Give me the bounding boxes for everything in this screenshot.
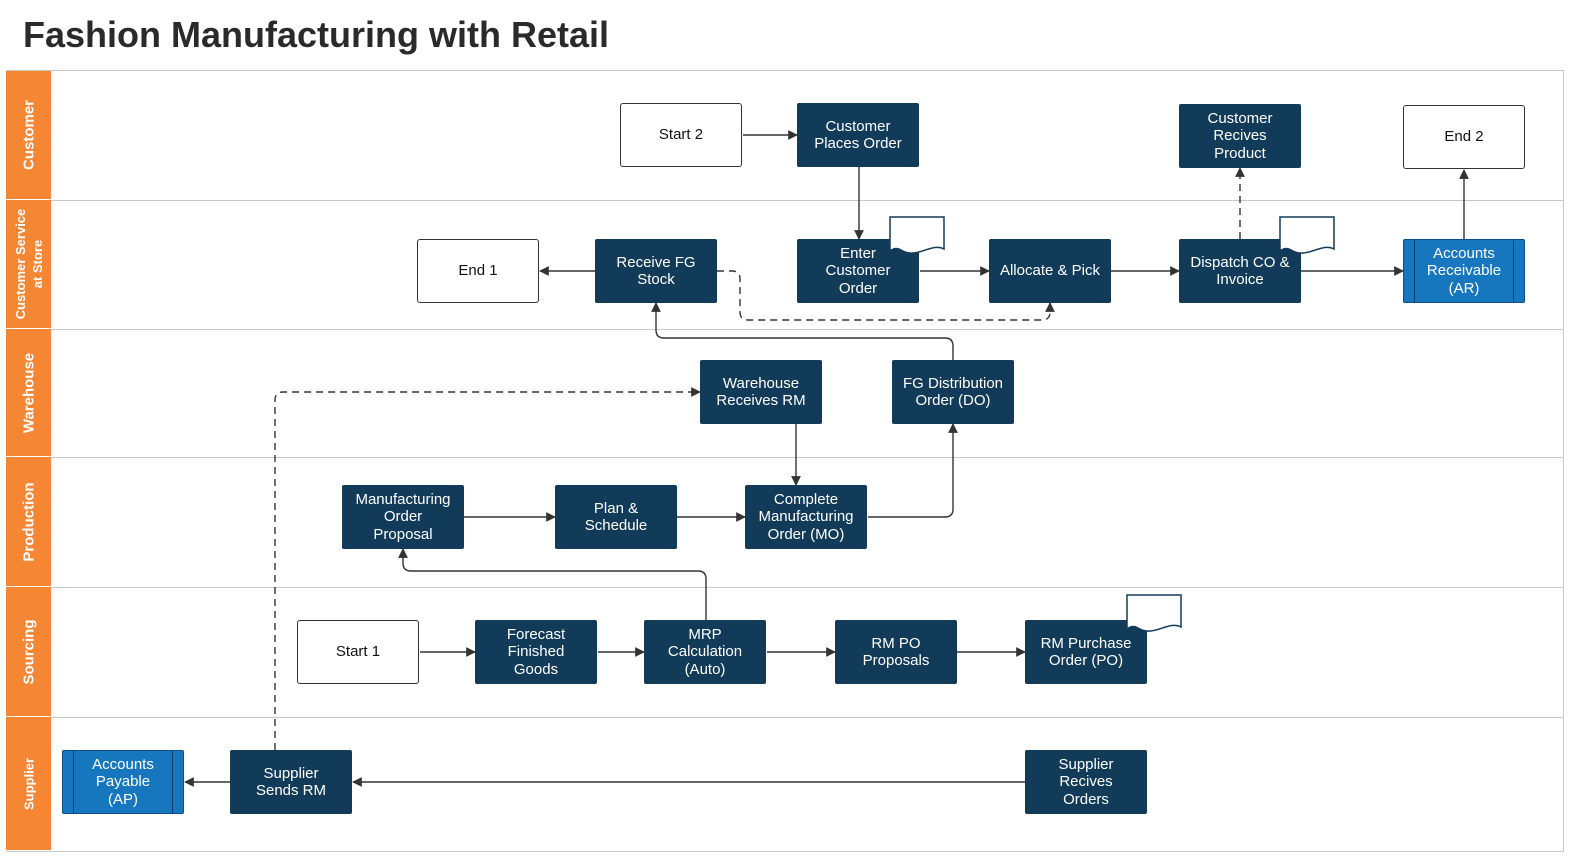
end-2-terminator: End 2 (1403, 105, 1525, 169)
rm-purchase-order-step: RM Purchase Order (PO) (1025, 620, 1147, 684)
plan-schedule-step: Plan & Schedule (555, 485, 677, 549)
edge-fg-distribution-order-to-receive-fg-stock (651, 302, 954, 360)
lane-divider (51, 200, 1563, 201)
lane-header-warehouse: Warehouse (6, 329, 51, 457)
supplier-receives-orders-step: Supplier Recives Orders (1025, 750, 1147, 814)
document-icon (1279, 216, 1335, 254)
supplier-sends-rm-step: Supplier Sends RM (230, 750, 352, 814)
allocate-pick-step: Allocate & Pick (989, 239, 1111, 303)
forecast-finished-goods-step: Forecast Finished Goods (475, 620, 597, 684)
lane-header-sourcing: Sourcing (6, 587, 51, 717)
lane-divider (51, 329, 1563, 330)
lane-divider (51, 587, 1563, 588)
start-1-terminator: Start 1 (297, 620, 419, 684)
warehouse-receives-rm-step: Warehouse Receives RM (700, 360, 822, 424)
lane-divider (51, 717, 1563, 718)
edge-complete-mo-to-fg-distribution-order (868, 423, 958, 518)
start-2-terminator: Start 2 (620, 103, 742, 167)
rm-po-proposals-step: RM PO Proposals (835, 620, 957, 684)
manufacturing-order-proposal-step: Manufacturing Order Proposal (342, 485, 464, 549)
mrp-calculation-step: MRP Calculation (Auto) (644, 620, 766, 684)
fg-distribution-order-step: FG Distribution Order (DO) (892, 360, 1014, 424)
document-icon (889, 216, 945, 254)
customer-places-order-step: Customer Places Order (797, 103, 919, 167)
end-1-terminator: End 1 (417, 239, 539, 303)
lane-header-production: Production (6, 457, 51, 587)
receive-fg-stock-step: Receive FG Stock (595, 239, 717, 303)
edge-receive-fg-stock-to-allocate-pick (717, 270, 1055, 321)
complete-manufacturing-order-step: Complete Manufacturing Order (MO) (745, 485, 867, 549)
lane-header-customer: Customer (6, 71, 51, 200)
enter-customer-order-step: Enter Customer Order (797, 239, 919, 303)
customer-receives-product-step: Customer Recives Product (1179, 104, 1301, 168)
document-icon (1126, 594, 1182, 632)
lane-divider (51, 457, 1563, 458)
lane-header-customer-service: Customer Service at Store (6, 200, 51, 329)
accounts-payable-step: Accounts Payable (AP) (62, 750, 184, 814)
diagram-title: Fashion Manufacturing with Retail (23, 14, 610, 55)
lane-header-supplier: Supplier (6, 717, 51, 851)
edge-supplier-sends-rm-to-warehouse-receives-rm (274, 387, 701, 750)
edge-mrp-to-mo-proposal (398, 548, 707, 620)
accounts-receivable-step: Accounts Receivable (AR) (1403, 239, 1525, 303)
